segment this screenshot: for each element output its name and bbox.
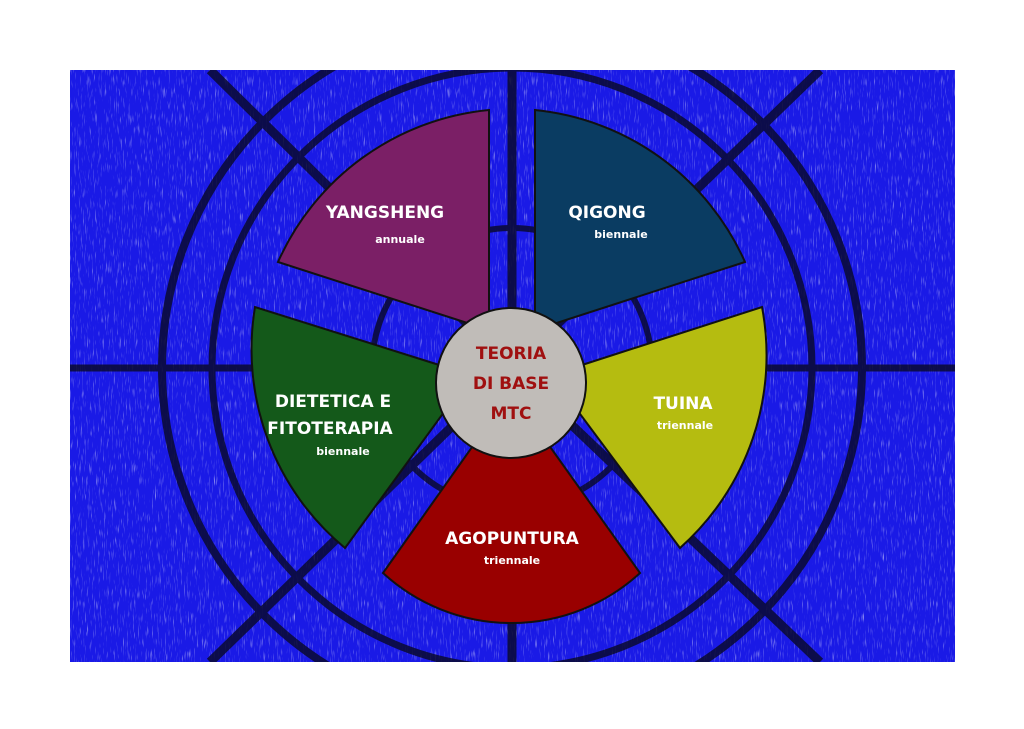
sector-duration: triennale	[484, 554, 540, 567]
sector-duration: biennale	[594, 228, 647, 241]
sector-title: QIGONG	[568, 203, 645, 223]
sector-shape	[381, 390, 642, 624]
sector-shape	[549, 305, 768, 550]
sector-title: YANGSHENG	[325, 203, 444, 223]
center-line-1: TEORIA	[476, 344, 547, 364]
sector-shape	[250, 305, 473, 550]
center-line-3: MTC	[491, 404, 532, 424]
sector-shape	[276, 108, 490, 332]
center-line-2: DI BASE	[473, 374, 549, 394]
sector-duration: triennale	[657, 419, 713, 432]
sector-dietetica-fitoterapia: DIETETICA E FITOTERAPIA biennale	[250, 305, 473, 550]
sector-title: TUINA	[653, 394, 713, 414]
sector-duration: annuale	[375, 233, 425, 246]
sector-title: FITOTERAPIA	[267, 419, 393, 439]
sector-tuina: TUINA triennale	[549, 305, 768, 550]
sector-shape	[534, 108, 747, 332]
sector-yangsheng: YANGSHENG annuale	[276, 108, 490, 332]
sector-qigong: QIGONG biennale	[534, 108, 747, 332]
sector-title: AGOPUNTURA	[445, 529, 580, 549]
sector-duration: biennale	[316, 445, 369, 458]
center-circle: TEORIA DI BASE MTC	[435, 307, 587, 459]
sector-title: DIETETICA E	[275, 392, 391, 412]
sector-agopuntura: AGOPUNTURA triennale	[381, 390, 642, 624]
